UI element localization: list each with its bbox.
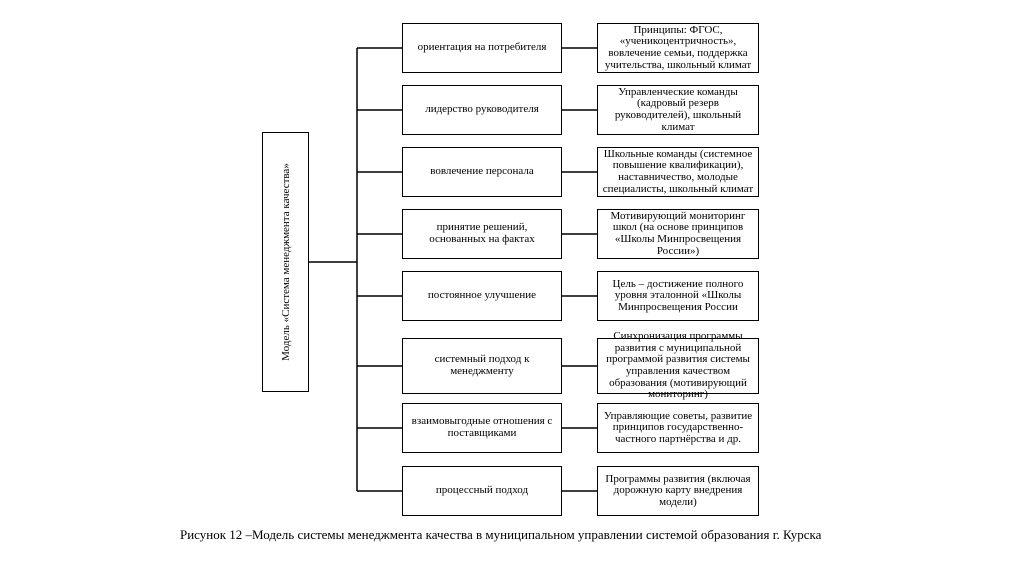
root-model-label: Модель «Система менеджмента качества»	[279, 163, 292, 361]
detail-box: Программы развития (включая дорожную кар…	[597, 466, 759, 516]
principle-box: взаимовыгодные отношения с поставщиками	[402, 403, 562, 453]
detail-box: Управляющие советы, развитие принципов г…	[597, 403, 759, 453]
principle-box: ориентация на потребителя	[402, 23, 562, 73]
detail-box: Мотивирующий мониторинг школ (на основе …	[597, 209, 759, 259]
figure-caption: Рисунок 12 –Модель системы менеджмента к…	[180, 527, 822, 542]
detail-box: Синхронизация программы развития с муниц…	[597, 331, 759, 400]
principle-box: вовлечение персонала	[402, 147, 562, 197]
detail-box: Управленческие команды (кадровый резерв …	[597, 85, 759, 135]
principle-box: процессный подход	[402, 466, 562, 516]
principle-box: системный подход к менеджменту	[402, 338, 562, 394]
principle-box: лидерство руководителя	[402, 85, 562, 135]
detail-box: Принципы: ФГОС, «ученикоцентричность», в…	[597, 23, 759, 73]
principle-box: постоянное улучшение	[402, 271, 562, 321]
detail-box: Школьные команды (системное повышение кв…	[597, 147, 759, 197]
root-model-box: Модель «Система менеджмента качества»	[262, 132, 309, 392]
principle-box: принятие решений, основанных на фактах	[402, 209, 562, 259]
detail-box: Цель – достижение полного уровня эталонн…	[597, 271, 759, 321]
